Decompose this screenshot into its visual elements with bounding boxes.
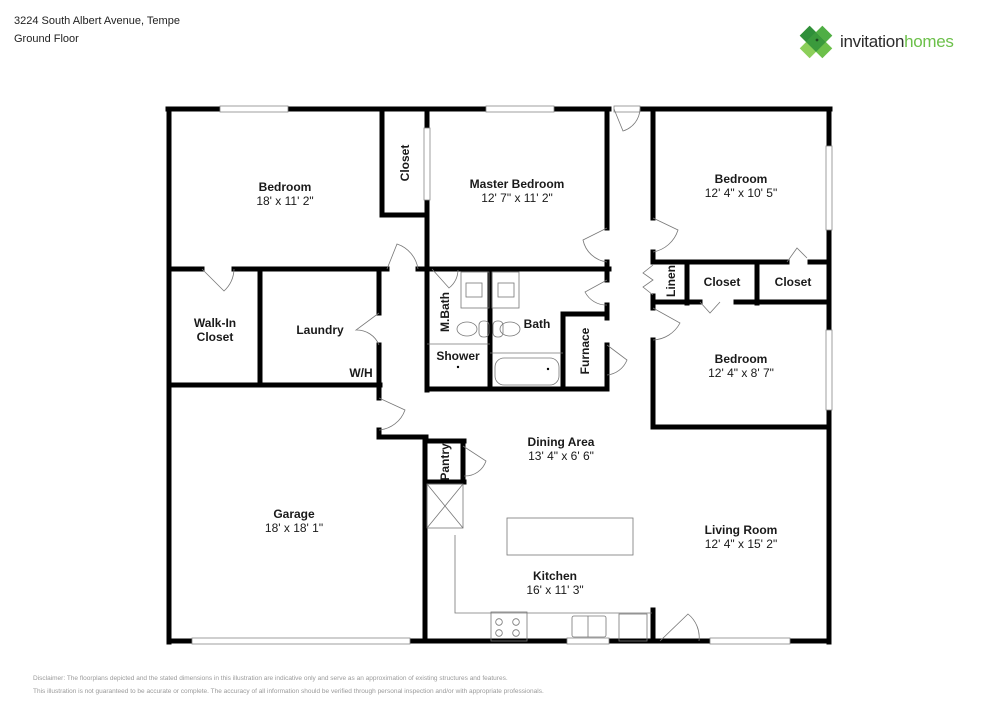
room-name: Closet (703, 275, 741, 289)
room-dimensions: 12' 7" x 11' 2" (481, 191, 553, 205)
room-shower: Shower (436, 349, 479, 363)
room-name: Master Bedroom (469, 177, 565, 191)
room-bath: Bath (524, 317, 551, 331)
property-address: 3224 South Albert Avenue, Tempe (14, 15, 180, 27)
room-linen: Linen (664, 265, 678, 297)
logo-text-homes: homes (904, 32, 954, 51)
disclaimer-line-2: This illustration is not guaranteed to b… (33, 688, 544, 695)
brand-logo: invitationhomes (798, 24, 954, 60)
room-dimensions: 16' x 11' 3" (526, 583, 584, 597)
room-name: Bath (523, 317, 551, 331)
room-dimensions: 12' 4" x 10' 5" (704, 186, 778, 200)
room-dining-area: Dining Area 13' 4" x 6' 6" (528, 435, 595, 463)
room-dimensions: 13' 4" x 6' 6" (528, 449, 594, 463)
room-name-line2: Closet (196, 330, 234, 344)
room-closet-2: Closet (704, 275, 741, 289)
room-dimensions: 12' 4" x 8' 7" (708, 366, 774, 380)
room-kitchen: Kitchen 16' x 11' 3" (526, 569, 583, 597)
room-dimensions: 12' 4" x 15' 2" (704, 537, 778, 551)
room-name: Laundry (296, 323, 344, 337)
room-furnace: Furnace (578, 327, 592, 375)
logo-text-invitation: invitation (840, 32, 905, 51)
room-closet-1: Closet (398, 144, 412, 182)
room-water-heater: W/H (349, 366, 372, 380)
clover-house-icon (799, 25, 833, 59)
room-name: Bedroom (714, 352, 768, 366)
room-name: Shower (436, 349, 480, 363)
room-name: Closet (774, 275, 812, 289)
room-dimensions: 18' x 18' 1" (264, 521, 324, 535)
room-closet-3: Closet (775, 275, 812, 289)
room-name-line1: Walk-In (193, 316, 237, 330)
room-name: Garage (273, 507, 315, 521)
disclaimer-line-1: Disclaimer: The floorplans depicted and … (33, 675, 508, 682)
room-name: Bedroom (258, 180, 312, 194)
room-name: Dining Area (527, 435, 595, 449)
room-name: Bedroom (714, 172, 768, 186)
room-name: Kitchen (532, 569, 578, 583)
room-bedroom-1: Bedroom 18' x 11' 2" (256, 180, 313, 208)
room-bedroom-2: Bedroom 12' 4" x 10' 5" (705, 172, 777, 200)
room-master-bedroom: Master Bedroom 12' 7" x 11' 2" (470, 177, 565, 205)
floor-level: Ground Floor (14, 33, 79, 45)
room-name: W/H (349, 366, 373, 380)
room-bedroom-3: Bedroom 12' 4" x 8' 7" (708, 352, 774, 380)
room-master-bath: M.Bath (438, 292, 452, 332)
room-pantry: Pantry (438, 443, 452, 481)
room-walk-in-closet: Walk-In Closet (194, 316, 236, 344)
room-dimensions: 18' x 11' 2" (256, 194, 314, 208)
room-living-room: Living Room 12' 4" x 15' 2" (705, 523, 778, 551)
room-garage: Garage 18' x 18' 1" (265, 507, 323, 535)
room-laundry: Laundry (296, 323, 343, 337)
room-name: Living Room (704, 523, 778, 537)
